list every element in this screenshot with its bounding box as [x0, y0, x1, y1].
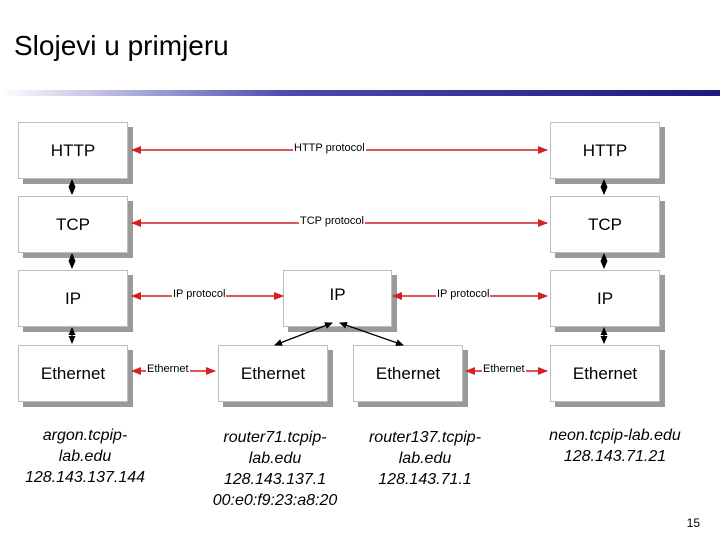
host-router71-line: 128.143.137.1 [223, 471, 327, 488]
router-ip-left-ethernet-arrow [274, 322, 333, 346]
right-tcp-box: TCP [550, 196, 660, 253]
tcp-protocol-label: TCP protocol [299, 215, 365, 227]
host-router137-line: router137.tcpip- [368, 429, 482, 446]
left-tcp-box: TCP [18, 196, 128, 253]
host-argon: argon.tcpip- lab.edu 128.143.137.144 [10, 425, 160, 488]
host-neon: neon.tcpip-lab.edu 128.143.71.21 [530, 425, 700, 467]
router-ip-box: IP [283, 270, 392, 327]
ethernet-left-label: Ethernet [146, 363, 190, 375]
http-protocol-label: HTTP protocol [293, 142, 366, 154]
host-neon-line: 128.143.71.21 [563, 448, 667, 465]
ip-protocol-left-label: IP protocol [172, 288, 227, 300]
host-router71: router71.tcpip- lab.edu 128.143.137.1 00… [200, 427, 350, 511]
host-router137-line: 128.143.71.1 [378, 471, 472, 488]
right-ethernet-label: Ethernet [572, 363, 638, 383]
host-router137-line: lab.edu [398, 450, 452, 467]
router-ethernet-right-box: Ethernet [353, 345, 463, 402]
title-divider [0, 90, 720, 96]
right-http-label: HTTP [582, 140, 628, 160]
left-http-box: HTTP [18, 122, 128, 179]
ip-protocol-right-label: IP protocol [436, 288, 491, 300]
page-title: Slojevi u primjeru [14, 30, 229, 61]
router-ip-label: IP [329, 285, 346, 304]
left-ip-label: IP [64, 288, 82, 308]
left-tcp-label: TCP [56, 214, 90, 234]
left-ethernet-box: Ethernet [18, 345, 128, 402]
host-neon-line: neon.tcpip-lab.edu [549, 427, 681, 444]
right-ethernet-box: Ethernet [550, 345, 660, 402]
host-router71-line: 00:e0:f9:23:a8:20 [212, 492, 338, 509]
router-ethernet-left-box: Ethernet [218, 345, 328, 402]
right-ip-box: IP [550, 270, 660, 327]
right-tcp-label: TCP [588, 214, 622, 234]
router-ethernet-right-label: Ethernet [375, 363, 441, 383]
page-number: 15 [686, 516, 700, 530]
right-ip-label: IP [596, 288, 614, 308]
host-router71-line: lab.edu [248, 450, 302, 467]
router-ethernet-left-label: Ethernet [240, 363, 306, 383]
host-argon-line: argon.tcpip- [42, 427, 128, 444]
host-argon-line: 128.143.137.144 [24, 469, 146, 486]
host-router137: router137.tcpip- lab.edu 128.143.71.1 [350, 427, 500, 490]
router-ip-right-ethernet-arrow [339, 322, 404, 346]
host-router71-line: router71.tcpip- [223, 429, 327, 446]
left-ethernet-label: Ethernet [40, 363, 106, 383]
left-ip-box: IP [18, 270, 128, 327]
right-http-box: HTTP [550, 122, 660, 179]
host-argon-line: lab.edu [58, 448, 112, 465]
left-http-label: HTTP [50, 140, 96, 160]
ethernet-right-label: Ethernet [482, 363, 526, 375]
